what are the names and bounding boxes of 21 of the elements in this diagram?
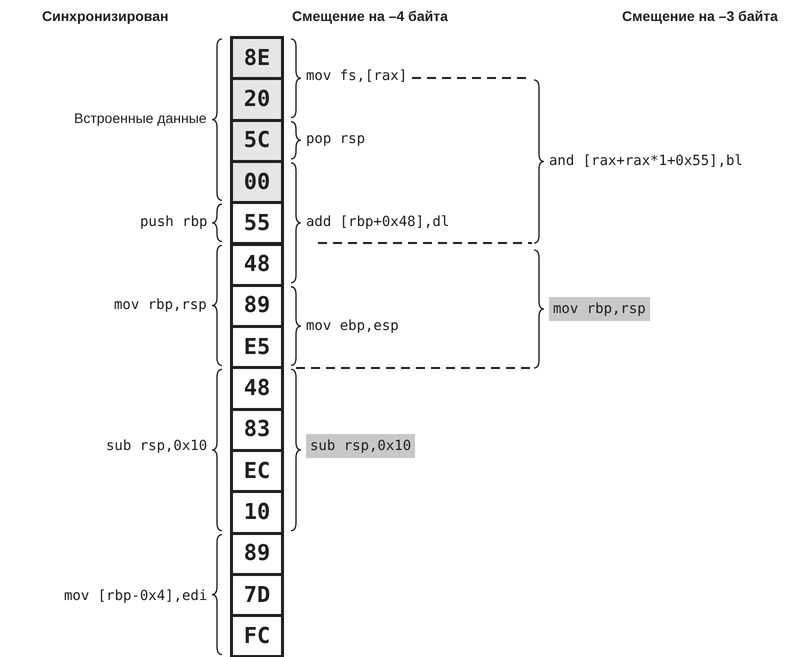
instruction-text: push rbp xyxy=(140,213,208,231)
byte-cell: 20 xyxy=(230,77,284,122)
column-heading: Смещение на –4 байта xyxy=(292,8,448,24)
data-label: Встроенные данные xyxy=(74,110,207,126)
instruction-text: sub rsp,0x10 xyxy=(106,437,208,455)
byte-cell: 55 xyxy=(230,201,284,246)
instruction-text: add [rbp+0x48],dl xyxy=(306,213,450,231)
column-heading: Синхронизирован xyxy=(42,8,168,24)
instruction-text: mov rbp,rsp xyxy=(114,296,207,314)
byte-cell: 48 xyxy=(230,366,284,411)
instruction-text: pop rsp xyxy=(306,130,366,148)
highlighted-instruction: mov rbp,rsp xyxy=(549,297,650,321)
column-heading: Смещение на –3 байта xyxy=(622,8,778,24)
instruction-text: mov ebp,esp xyxy=(306,317,399,335)
instruction-text: mov [rbp-0x4],edi xyxy=(64,587,208,605)
byte-cell: 10 xyxy=(230,490,284,535)
byte-cell: 48 xyxy=(230,242,284,287)
instruction-text: mov fs,[rax] xyxy=(306,67,408,85)
highlighted-instruction: sub rsp,0x10 xyxy=(306,434,416,458)
byte-cell: FC xyxy=(230,614,284,657)
instruction-text: and [rax+rax*1+0x55],bl xyxy=(549,152,743,170)
